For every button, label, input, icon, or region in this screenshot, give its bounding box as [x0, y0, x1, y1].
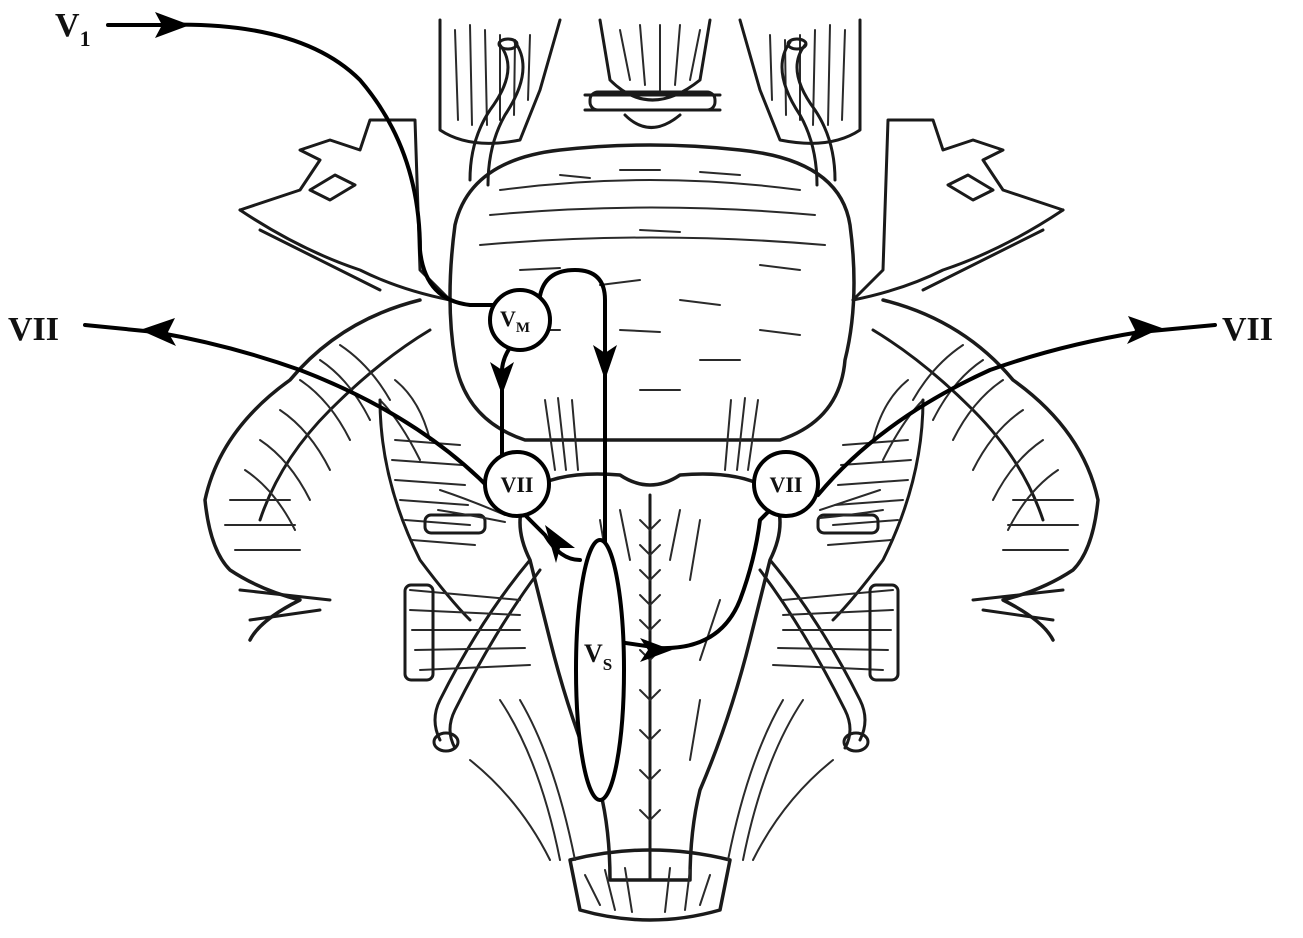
vii-right-label: VII — [1222, 311, 1273, 348]
vii-nucleus-right-label: VII — [769, 472, 802, 497]
brainstem-illustration — [205, 20, 1098, 920]
right-lateral-structures — [828, 120, 1098, 640]
vs-right-arrow — [640, 638, 672, 662]
vii-left-label: VII — [8, 311, 59, 348]
v1-label: V1 — [55, 7, 91, 51]
vii-right-arrow — [1127, 316, 1162, 344]
vii-right-efferent-path — [818, 325, 1215, 495]
vs-nucleus — [576, 540, 624, 800]
vii-nucleus-left-label: VII — [500, 472, 533, 497]
left-lateral-structures — [205, 120, 475, 640]
midbrain-top — [440, 20, 860, 185]
vm-to-vii-path — [502, 345, 512, 460]
vii-left-efferent-path — [85, 325, 505, 505]
vii-left-arrow — [140, 318, 176, 346]
